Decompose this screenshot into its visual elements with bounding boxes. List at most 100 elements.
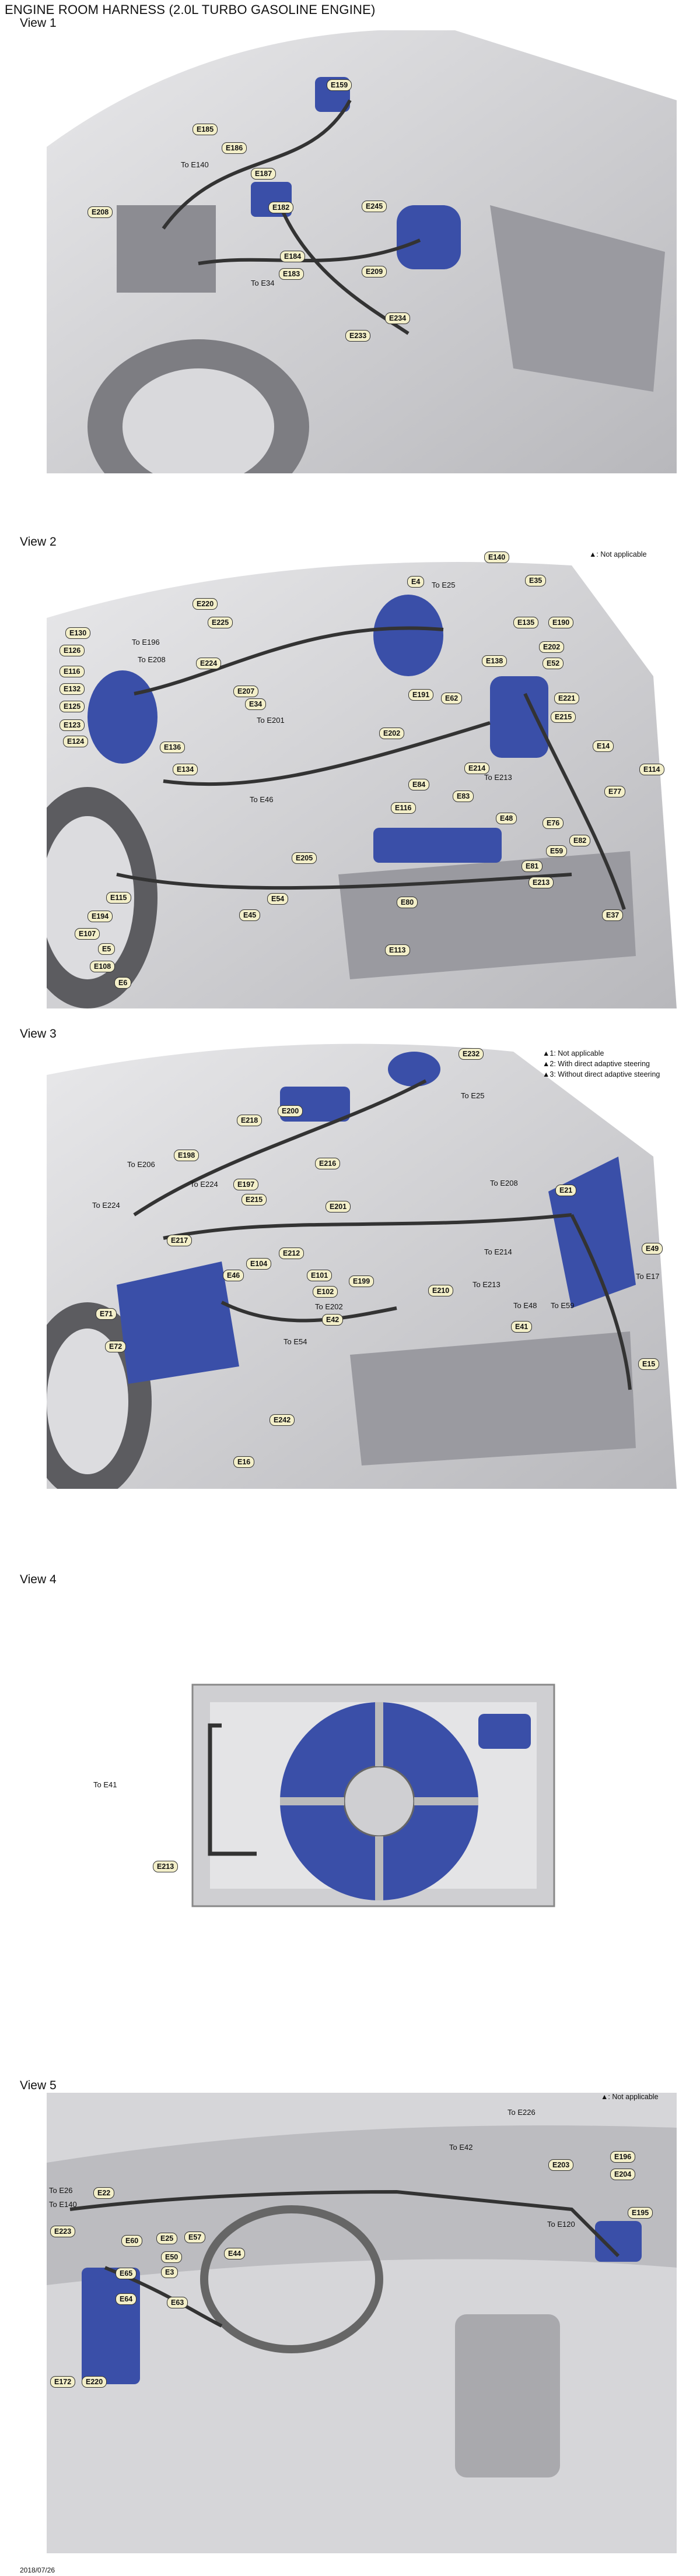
connector-tag: E209 (362, 266, 387, 277)
fan-connector-block (478, 1714, 531, 1749)
connector-tag: E184 (280, 251, 306, 262)
connector-tag: E130 (65, 627, 91, 639)
connector-tag: E49 (642, 1243, 663, 1254)
connector-tag: E21 (555, 1185, 577, 1196)
connector-tag: E35 (525, 575, 547, 586)
front-grille (490, 205, 665, 392)
to-label: To E214 (484, 1247, 512, 1256)
to-label: To E46 (250, 795, 274, 804)
to-label: To E224 (190, 1180, 218, 1189)
view-3-label: View 3 (20, 1027, 57, 1041)
wheel-rim (123, 368, 274, 473)
component-blue-4 (373, 828, 502, 863)
steering-wheel (200, 2205, 383, 2353)
headlamp-left (117, 1261, 239, 1384)
component-blue-2 (397, 205, 461, 269)
connector-tag: E48 (496, 813, 517, 824)
connector-tag: E218 (237, 1115, 262, 1126)
connector-tag: E204 (610, 2169, 636, 2180)
connector-tag: E15 (638, 1358, 660, 1370)
component-blue-1 (82, 2268, 140, 2384)
connector-tag: E233 (345, 330, 371, 342)
to-label: To E120 (547, 2220, 575, 2229)
connector-tag: E215 (551, 711, 576, 723)
to-label: To E34 (251, 279, 275, 287)
connector-tag: E132 (60, 683, 85, 695)
connector-tag: E183 (279, 268, 304, 280)
to-label: To E25 (432, 581, 456, 589)
view-4-label: View 4 (20, 1573, 57, 1586)
view-1-illustration (47, 30, 677, 473)
to-label: To E208 (490, 1179, 518, 1187)
to-label: To E25 (461, 1091, 485, 1100)
to-label: To E208 (138, 655, 166, 664)
view-1-label: View 1 (20, 16, 57, 30)
view-2-drawing (47, 562, 677, 1008)
connector-tag: E190 (548, 617, 574, 628)
center-console (455, 2314, 560, 2477)
connector-tag: E34 (245, 698, 267, 710)
to-label: To E201 (257, 716, 285, 725)
connector-tag: E216 (315, 1158, 341, 1169)
connector-tag: E201 (326, 1201, 351, 1213)
dashboard (47, 2125, 677, 2285)
connector-tag: E232 (459, 1048, 484, 1060)
harness-routing (116, 626, 626, 910)
connector-tag: E44 (224, 2248, 246, 2259)
connector-tag: E22 (93, 2187, 115, 2199)
to-label: To E48 (513, 1301, 537, 1310)
connector-tag: E123 (60, 719, 85, 731)
connector-tag: E108 (90, 961, 116, 972)
connector-tag: E214 (464, 762, 490, 774)
to-label: To E213 (473, 1280, 501, 1289)
to-label: To E140 (181, 160, 209, 169)
connector-tag: E202 (379, 728, 405, 739)
connector-tag: E83 (453, 790, 474, 802)
connector-tag: E198 (174, 1150, 200, 1161)
connector-tag: E200 (278, 1105, 303, 1117)
to-label: To E196 (132, 638, 160, 646)
harness-routing (208, 1723, 257, 1856)
connector-tag: E197 (233, 1179, 259, 1190)
connector-tag: E46 (223, 1270, 244, 1281)
connector-tag: E196 (610, 2151, 636, 2163)
connector-tag: E195 (628, 2207, 653, 2219)
to-label: To E224 (92, 1201, 120, 1210)
wheel-rim (47, 1329, 128, 1474)
connector-tag: E126 (60, 645, 85, 656)
harness-routing (133, 1079, 632, 1390)
connector-tag: E220 (82, 2376, 107, 2388)
connector-tag: E125 (60, 701, 85, 712)
to-label: To E202 (315, 1302, 343, 1311)
fan-motor (343, 1765, 415, 1837)
connector-tag: E203 (548, 2159, 574, 2171)
legend-note: ▲: Not applicable (589, 550, 647, 558)
connector-tag: E138 (482, 655, 508, 667)
connector-tag: E5 (98, 943, 116, 955)
connector-tag: E217 (167, 1235, 192, 1246)
connector-tag: E186 (222, 142, 247, 154)
connector-tag: E210 (428, 1285, 454, 1296)
front-grille (350, 1331, 636, 1466)
connector-tag: E102 (313, 1286, 338, 1298)
connector-tag: E213 (153, 1861, 178, 1872)
connector-tag: E52 (542, 658, 564, 669)
connector-tag: E182 (268, 202, 294, 213)
connector-tag: E113 (385, 944, 410, 956)
connector-tag: E225 (208, 617, 233, 628)
connector-tag: E191 (408, 689, 434, 701)
connector-tag: E212 (279, 1247, 304, 1259)
to-label: To E213 (484, 773, 512, 782)
page-title: ENGINE ROOM HARNESS (2.0L TURBO GASOLINE… (5, 2, 376, 17)
connector-tag: E135 (513, 617, 539, 628)
connector-tag: E245 (362, 201, 387, 212)
document-date: 2018/07/26 (20, 2566, 55, 2574)
connector-tag: E208 (88, 206, 113, 218)
brake-booster-component (373, 595, 443, 676)
view-4-drawing (191, 1684, 555, 1907)
connector-tag: E187 (251, 168, 276, 180)
connector-tag: E25 (156, 2233, 178, 2244)
connector-tag: E207 (233, 686, 259, 697)
to-label: To E59 (551, 1301, 575, 1310)
connector-tag: E4 (407, 576, 425, 588)
